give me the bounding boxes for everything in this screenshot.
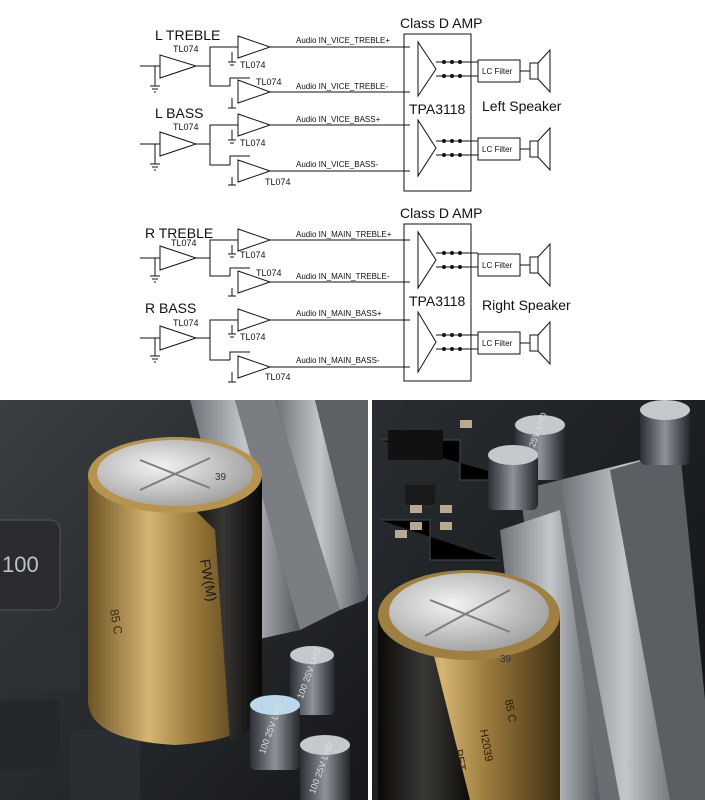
amp-stage	[417, 40, 437, 98]
buffer-chip-label: TL074	[173, 318, 199, 328]
opamp-plus-label: TL074	[240, 60, 266, 70]
right-amp-box	[403, 223, 472, 382]
signal-minus-label: Audio IN_VICE_BASS-	[296, 160, 379, 169]
left-amp-group: Class D AMP TPA3118 Left Speaker L TREBL…	[140, 15, 562, 192]
lc-filter-label: LC Filter	[482, 145, 513, 154]
chip	[0, 700, 60, 770]
left-amp-title: Class D AMP	[400, 15, 482, 31]
signal-plus-label: Audio IN_MAIN_TREBLE+	[296, 230, 392, 239]
small-capacitor: 100 25V LHD	[300, 735, 350, 800]
small-capacitor: 100 25V LHD	[290, 645, 335, 715]
photo-divider	[368, 400, 372, 800]
channel-l-treble: L TREBLE TL074 TL074 Audio IN_VICE_TREBL…	[140, 27, 551, 109]
buffer-opamp	[159, 54, 198, 79]
buffer-chip-label: TL074	[171, 238, 197, 248]
lc-filter-label: LC Filter	[482, 339, 513, 348]
signal-plus-label: Audio IN_VICE_TREBLE+	[296, 36, 390, 45]
opamp-plus	[237, 35, 272, 59]
small-capacitor	[488, 445, 538, 510]
opamp-plus-label: TL074	[240, 332, 266, 342]
ic-chip	[405, 485, 435, 505]
opamp-plus	[237, 308, 272, 332]
speaker-icon	[529, 334, 539, 352]
signal-plus-label: Audio IN_MAIN_BASS+	[296, 309, 382, 318]
right-speaker-label: Right Speaker	[482, 297, 571, 313]
ground-symbol	[150, 338, 160, 363]
speaker-icon	[529, 62, 539, 80]
buffer-chip-label: TL074	[173, 44, 199, 54]
signal-minus-label: Audio IN_MAIN_TREBLE-	[296, 272, 390, 281]
lc-filter-label: LC Filter	[482, 261, 513, 270]
svg-text:FW(M): FW(M)	[197, 558, 220, 603]
amp-stage	[417, 118, 437, 178]
opamp-minus	[237, 270, 272, 294]
chip	[70, 730, 140, 800]
channel-r-treble: R TREBLE TL074 TL074 Audio IN_MAIN_TREBL…	[140, 225, 551, 297]
buffer-opamp	[159, 325, 198, 351]
left-amp-box	[403, 33, 472, 192]
lc-filter-label: LC Filter	[482, 67, 513, 76]
channel-label: L TREBLE	[155, 27, 220, 43]
smd-components	[395, 420, 472, 538]
large-capacitor-left: 39 85 C FW(M)	[88, 437, 262, 745]
ground-symbol	[150, 258, 160, 283]
opamp-minus-label: TL074	[256, 268, 282, 278]
ground-symbol	[150, 66, 160, 93]
opamp-minus-label: TL074	[265, 177, 291, 187]
svg-text:39: 39	[500, 654, 512, 665]
channel-label: L BASS	[155, 105, 204, 121]
ic-chip	[388, 430, 443, 460]
small-capacitor: 100 25V LHD	[250, 695, 300, 770]
chip	[10, 635, 80, 690]
left-speaker-label: Left Speaker	[482, 98, 562, 114]
opamp-plus-label: TL074	[240, 138, 266, 148]
signal-minus-label: Audio IN_VICE_TREBLE-	[296, 82, 388, 91]
signal-minus-label: Audio IN_MAIN_BASS-	[296, 356, 380, 365]
right-amp-chip: TPA3118	[409, 293, 466, 309]
buffer-chip-label: TL074	[173, 122, 199, 132]
buffer-opamp	[159, 245, 198, 271]
opamp-minus	[237, 355, 272, 379]
left-amp-chip: TPA3118	[409, 101, 466, 117]
opamp-plus-label: TL074	[240, 250, 266, 260]
channel-label: R BASS	[145, 300, 196, 316]
buffer-opamp	[159, 131, 198, 157]
channel-r-bass: R BASS TL074 TL074 Audio IN_MAIN_BASS+ T…	[140, 300, 551, 383]
opamp-plus	[237, 228, 272, 252]
svg-text:85 C: 85 C	[107, 608, 125, 636]
opamp-plus	[237, 113, 272, 137]
speaker-icon	[529, 256, 539, 274]
channel-l-bass: L BASS TL074 TL074 Audio IN_VICE_BASS+ T…	[140, 105, 551, 187]
large-capacitor-right: 39 85 C H2039 PET	[378, 570, 560, 800]
amp-stage	[417, 310, 437, 374]
right-amp-title: Class D AMP	[400, 205, 482, 221]
amp-stage	[417, 230, 437, 290]
svg-text:85 C: 85 C	[502, 698, 518, 723]
small-capacitor	[640, 400, 690, 465]
speaker-icon	[529, 140, 539, 158]
ground-symbol	[150, 144, 160, 171]
pcb-photo: 100 39 85 C FW(M) 100 25V LHD 100 25V LH…	[0, 400, 705, 800]
inductor: 100	[0, 519, 61, 611]
inductor-label: 100	[2, 552, 39, 577]
opamp-minus-label: TL074	[265, 372, 291, 382]
svg-text:39: 39	[215, 472, 227, 483]
opamp-minus	[237, 79, 272, 104]
svg-text:PET: PET	[452, 748, 468, 771]
signal-plus-label: Audio IN_VICE_BASS+	[296, 115, 381, 124]
opamp-minus	[237, 159, 272, 183]
right-amp-group: Class D AMP TPA3118 Right Speaker R TREB…	[140, 205, 571, 383]
channel-label: R TREBLE	[145, 225, 213, 241]
opamp-minus-label: TL074	[256, 77, 282, 87]
svg-text:H2039: H2039	[477, 728, 494, 762]
schematic-diagram: Class D AMP TPA3118 Left Speaker L TREBL…	[140, 15, 572, 383]
